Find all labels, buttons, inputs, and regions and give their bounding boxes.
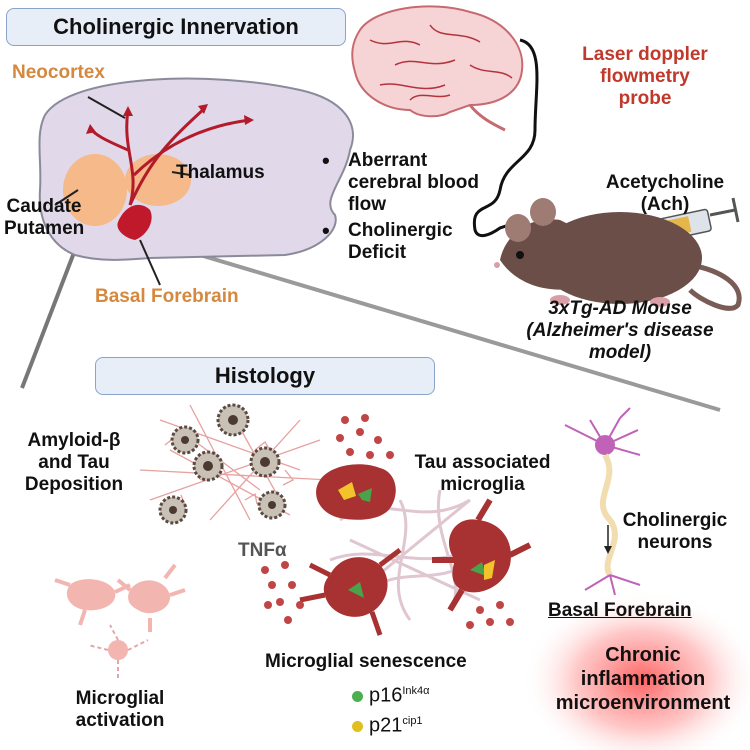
findings-list: Aberrant cerebral blood flow Cholinergic… <box>320 150 479 268</box>
label-caudate-putamen: Caudate Putamen <box>4 196 85 239</box>
finding-item: Aberrant cerebral blood flow <box>320 150 479 216</box>
brain-icon <box>351 5 524 132</box>
tnf-dots <box>261 414 514 629</box>
label-basal-forebrain: Basal Forebrain <box>95 286 239 307</box>
label-neocortex: Neocortex <box>12 62 105 83</box>
microglia-cells <box>299 464 532 636</box>
label-cholinergic-neurons: Cholinergic neurons <box>622 510 728 553</box>
cholinergic-innervation-title: Cholinergic Innervation <box>6 8 346 46</box>
mouse-icon <box>494 198 742 311</box>
label-mouse-model: 3xTg-AD Mouse (Alzheimer's disease model… <box>526 298 714 363</box>
basal-forebrain-shape <box>117 204 152 240</box>
label-tnf: TNFα <box>238 540 287 561</box>
inflammation-glow <box>522 590 750 750</box>
amyloid-plaques <box>158 403 287 525</box>
label-acetylcholine: Acetycholine (Ach) <box>605 172 725 215</box>
caudate-putamen-shape <box>63 154 127 226</box>
green-dot-icon <box>352 690 363 702</box>
label-microglial-senescence: Microglial senescence <box>265 651 467 672</box>
brain-section-diagram <box>38 77 354 286</box>
cholinergic-neuron-icon <box>564 407 641 596</box>
zoom-line-right <box>199 253 721 412</box>
marker-p21: p21cip1 <box>352 710 423 737</box>
label-tau-microglia: Tau associated microglia <box>414 452 551 495</box>
label-chronic-inflammation: Chronic inflammation microenvironment <box>555 644 731 714</box>
label-amyloid-tau: Amyloid-β and Tau Deposition <box>24 430 124 495</box>
label-basal-forebrain-region: Basal Forebrain <box>548 600 692 621</box>
zoom-line-left <box>20 249 77 389</box>
label-laser-probe: Laser doppler flowmetry probe <box>582 44 708 109</box>
yellow-dot-icon <box>352 720 363 732</box>
finding-item: Cholinergic Deficit <box>320 220 479 264</box>
microglial-activation-cells <box>54 563 186 678</box>
histology-title: Histology <box>95 357 435 395</box>
label-thalamus: Thalamus <box>176 162 265 183</box>
label-microglial-activation: Microglial activation <box>75 688 165 731</box>
marker-p16: p16Ink4α <box>352 680 430 707</box>
